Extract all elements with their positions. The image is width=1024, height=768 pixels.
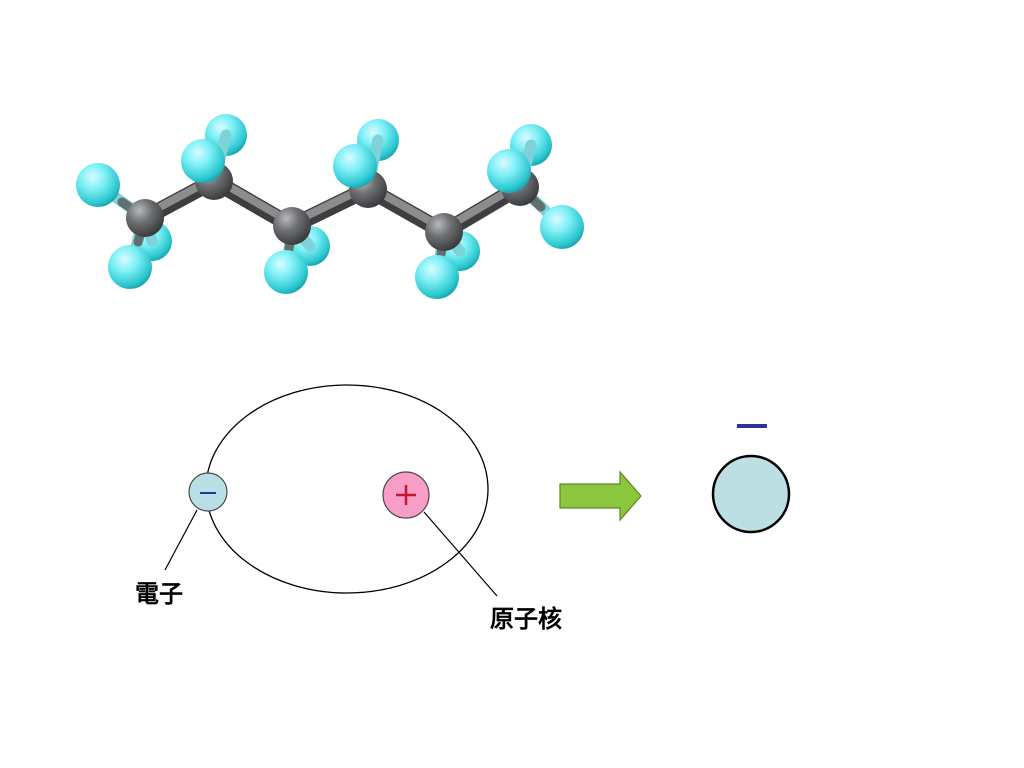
plus-icon — [396, 485, 416, 505]
ion-charge-label: − — [732, 397, 772, 453]
negative-ion: − — [711, 397, 791, 534]
hexane-molecule-model — [76, 114, 584, 299]
carbon-atom — [273, 207, 311, 245]
ion-circle — [711, 454, 791, 534]
hydrogen-atom — [333, 144, 377, 188]
carbon-atom — [425, 213, 463, 251]
nucleus-leader-line — [423, 511, 498, 597]
hydrogen-atom — [264, 250, 308, 294]
hydrogen-atom — [181, 139, 225, 183]
electron-label: 電子 — [135, 580, 183, 608]
hydrogen-atom — [76, 163, 120, 207]
nucleus-label: 原子核 — [490, 605, 562, 633]
electron-leader-line — [164, 509, 198, 571]
hydrogen-atom — [487, 149, 531, 193]
electron — [188, 472, 228, 512]
atom-model: 電子 原子核 — [135, 384, 562, 633]
right-arrow-icon — [559, 470, 642, 522]
electron-orbit — [205, 384, 489, 594]
hydrogen-atom — [415, 255, 459, 299]
hydrogen-atom — [108, 245, 152, 289]
h-atoms-front — [76, 139, 584, 299]
carbon-atom — [126, 199, 164, 237]
hydrogen-atom — [540, 205, 584, 249]
nucleus — [382, 471, 430, 519]
